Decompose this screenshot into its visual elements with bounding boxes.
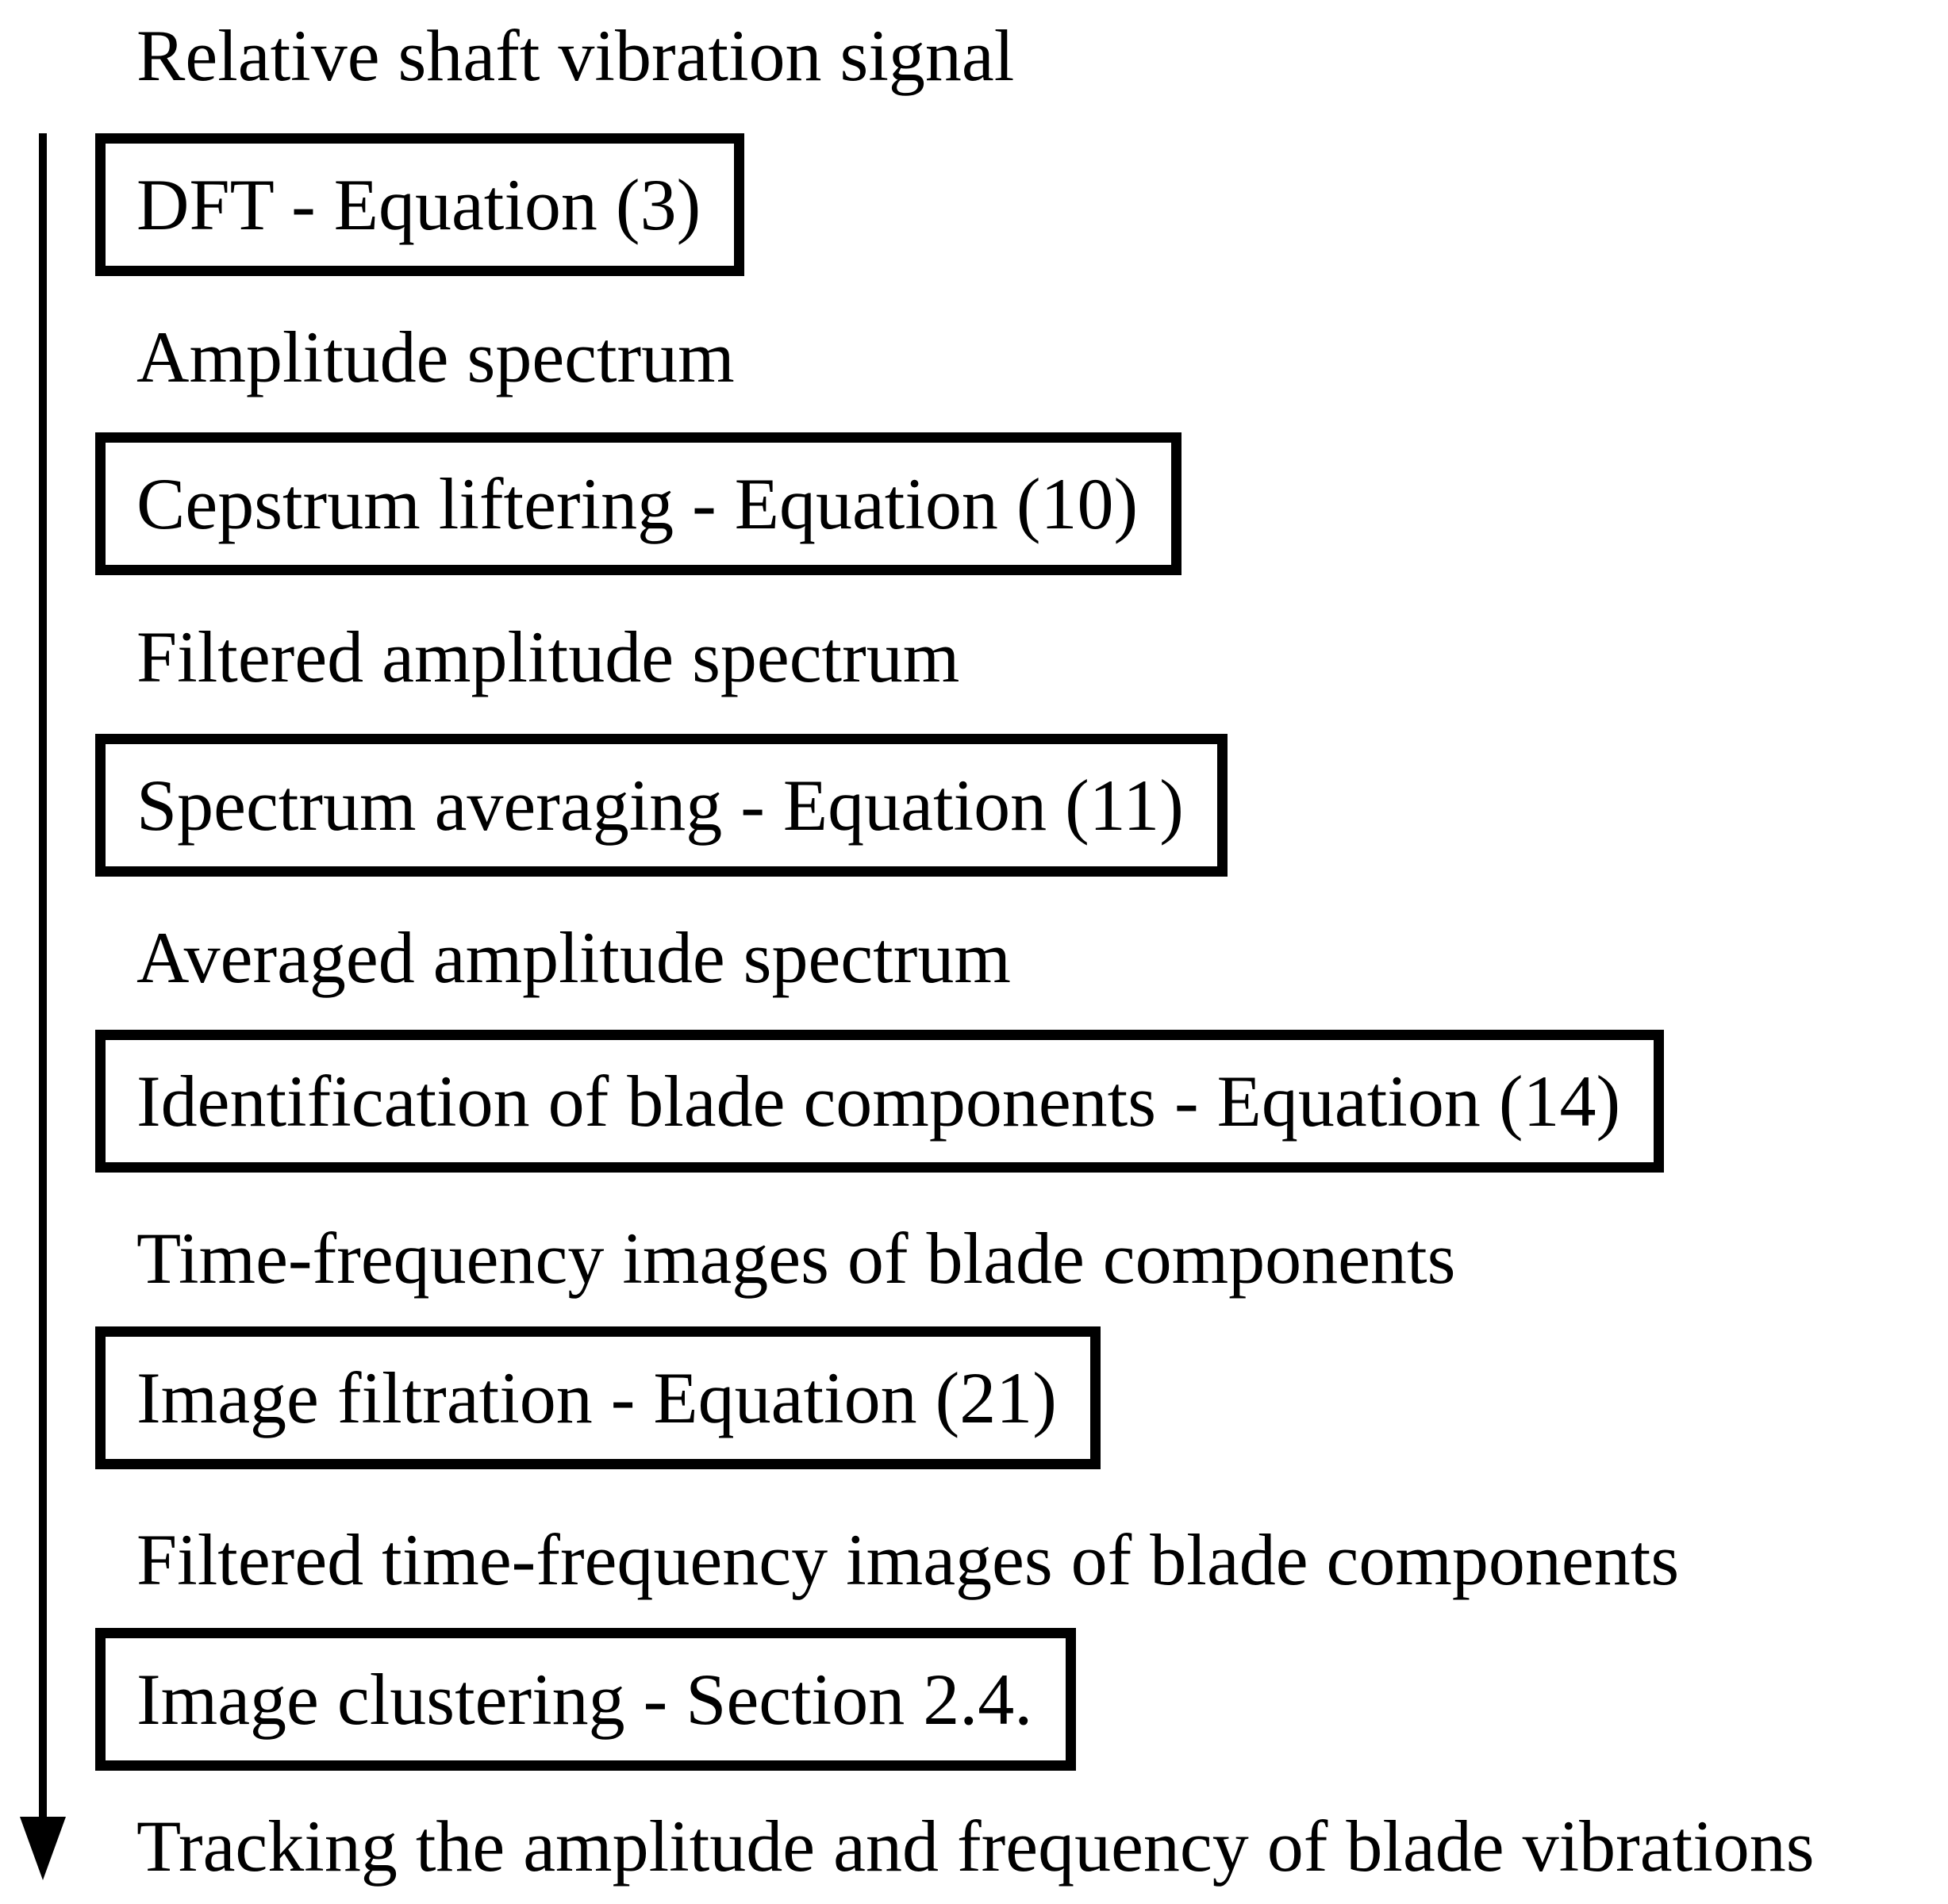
flow-box-dft: DFT - Equation (3) — [95, 133, 745, 276]
down-arrow-icon — [20, 1817, 66, 1880]
flow-label-tracking-amplitude-frequency: Tracking the amplitude and frequency of … — [136, 1806, 1815, 1887]
flow-box-image-clustering: Image clustering - Section 2.4. — [95, 1628, 1077, 1771]
flow-label-averaged-amplitude-spectrum: Averaged amplitude spectrum — [136, 917, 1011, 998]
flow-label-relative-shaft-vibration-signal: Relative shaft vibration signal — [136, 15, 1015, 96]
flow-box-cepstrum-liftering: Cepstrum liftering - Equation (10) — [95, 432, 1182, 575]
flow-label-time-frequency-images: Time-frequency images of blade component… — [136, 1218, 1456, 1299]
flow-label-filtered-time-frequency-images: Filtered time-frequency images of blade … — [136, 1519, 1680, 1600]
flow-box-spectrum-averaging: Spectrum averaging - Equation (11) — [95, 734, 1228, 877]
flow-label-amplitude-spectrum: Amplitude spectrum — [136, 317, 735, 397]
flow-arrow-line — [39, 133, 47, 1820]
flow-label-filtered-amplitude-spectrum: Filtered amplitude spectrum — [136, 616, 960, 697]
flow-box-image-filtration: Image filtration - Equation (21) — [95, 1326, 1101, 1469]
flow-box-identification-of-blade-components: Identification of blade components - Equ… — [95, 1030, 1665, 1173]
